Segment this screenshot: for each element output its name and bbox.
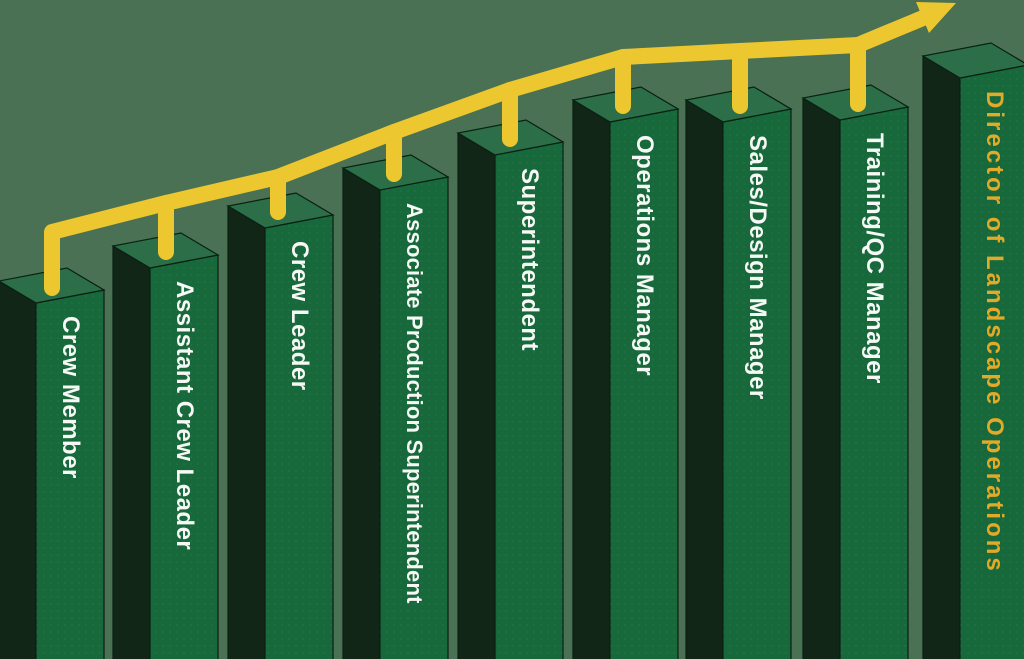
pillar-associate-production-superintendent <box>341 154 450 659</box>
pillar-front-texture <box>495 142 563 659</box>
pillar-front-texture <box>36 290 104 659</box>
pillar-front-texture <box>840 107 908 659</box>
pillar-front-texture <box>265 215 333 659</box>
pillar-front-texture <box>380 177 448 659</box>
pillar-side-face <box>457 131 496 659</box>
pillar-side-face <box>922 54 961 659</box>
arrow-head-icon <box>916 2 956 33</box>
pillar-front-texture <box>150 255 218 659</box>
pillar-side-face <box>0 280 37 659</box>
pillar-training-qc-manager <box>801 84 910 659</box>
pillar-side-face <box>227 204 266 659</box>
pillar-side-face <box>342 166 381 659</box>
pillar-crew-member <box>0 267 106 659</box>
growth-arrow <box>44 2 956 296</box>
pillar-operations-manager <box>571 86 680 659</box>
pillar-front-texture <box>723 109 791 659</box>
pillar-crew-leader <box>226 192 335 659</box>
pillar-side-face <box>572 98 611 659</box>
pillar-assistant-crew-leader <box>111 232 220 659</box>
arrow-drop-connectors <box>158 37 866 260</box>
pillar-side-face <box>802 96 841 659</box>
pillars-group <box>0 42 1024 659</box>
pillar-director-of-landscape-operations <box>921 42 1024 659</box>
pillar-top-face <box>921 42 1024 79</box>
pillar-front-texture <box>960 65 1024 659</box>
pillar-superintendent <box>456 119 565 659</box>
pillar-front-texture <box>610 109 678 659</box>
pillar-side-face <box>112 244 151 659</box>
pillar-side-face <box>685 98 724 659</box>
pillar-sales-design-manager <box>684 86 793 659</box>
arrow-shaft <box>44 10 931 296</box>
